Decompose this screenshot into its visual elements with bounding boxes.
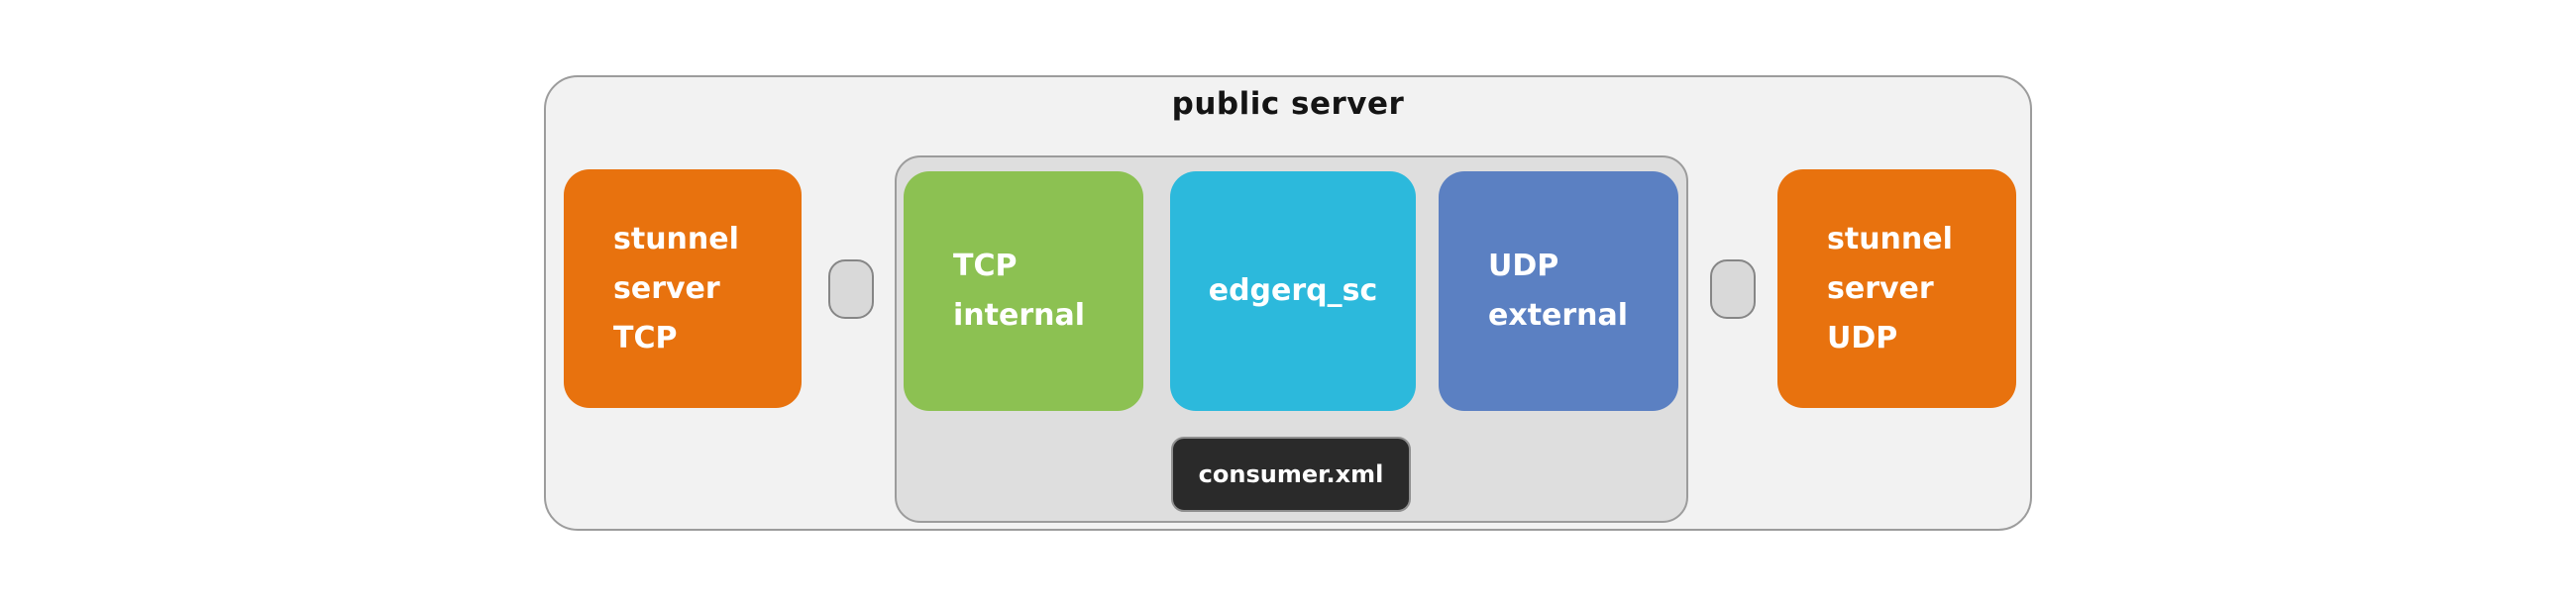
node-label-line: TCP <box>613 320 678 355</box>
node-consumer-xml: consumer.xml <box>1171 437 1411 512</box>
connector-nub-right <box>1710 259 1756 319</box>
inner-group-container: TCP internal edgerq_sc UDP external cons… <box>895 155 1688 523</box>
node-label-line: stunnel <box>1827 221 1953 256</box>
node-label-line: UDP <box>1488 249 1559 283</box>
node-label-line: UDP <box>1827 320 1898 355</box>
file-chip-label: consumer.xml <box>1198 460 1384 488</box>
node-tcp-internal: TCP internal <box>904 171 1143 411</box>
public-server-container: public server stunnel server TCP TCP int… <box>544 75 2032 531</box>
connector-nub-left <box>828 259 874 319</box>
node-label-line: edgerq_sc <box>1208 273 1378 308</box>
node-label-line: stunnel <box>613 221 739 256</box>
node-label-line: TCP <box>953 249 1018 283</box>
node-label-line: internal <box>953 298 1086 333</box>
node-label-line: server <box>1827 270 1934 306</box>
node-label-line: external <box>1488 298 1629 333</box>
node-udp-external: UDP external <box>1439 171 1678 411</box>
node-stunnel-server-udp: stunnel server UDP <box>1777 169 2016 408</box>
node-label-line: server <box>613 270 720 306</box>
node-edgerq-sc: edgerq_sc <box>1170 171 1416 411</box>
node-stunnel-server-tcp: stunnel server TCP <box>564 169 802 408</box>
public-server-title: public server <box>1171 86 1405 122</box>
